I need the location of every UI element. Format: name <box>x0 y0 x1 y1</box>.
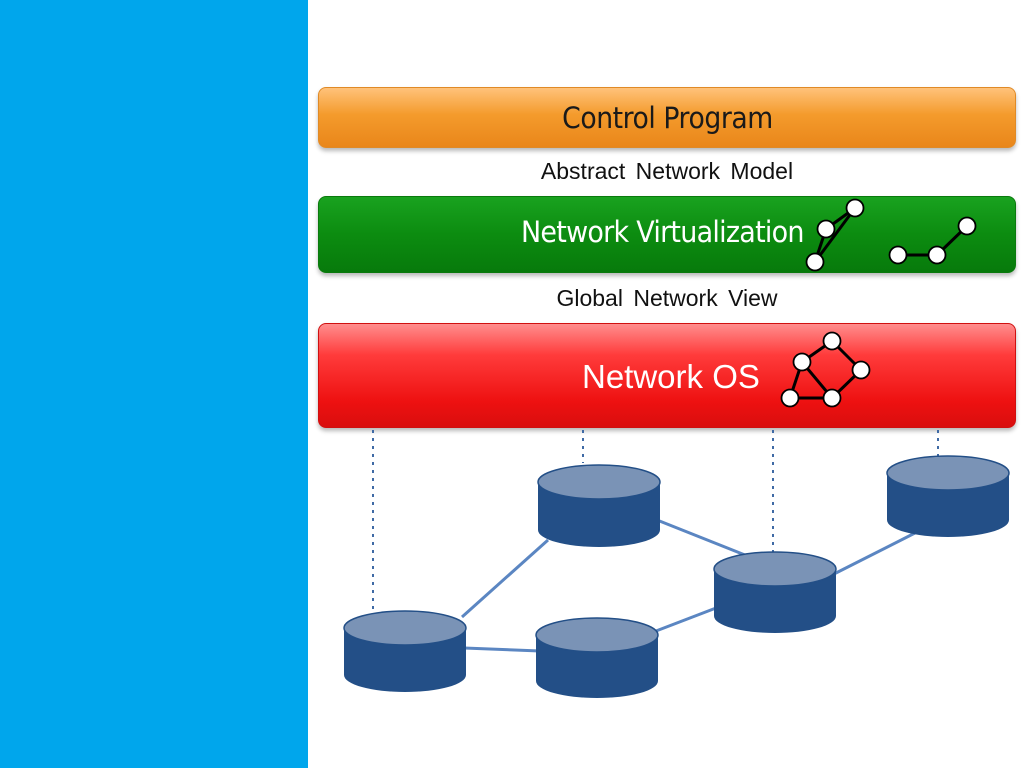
control-program-layer: Control Program <box>318 87 1016 148</box>
switch-icon <box>537 464 661 547</box>
link-line <box>460 538 550 619</box>
link-line <box>463 646 541 653</box>
control-program-label: Control Program <box>561 100 773 135</box>
graph-node <box>822 331 842 351</box>
graph-icon <box>888 216 977 265</box>
physical-links <box>460 518 916 653</box>
sidebar-bar <box>0 0 308 768</box>
link-line <box>655 606 717 633</box>
network-os-label: Network OS <box>582 358 760 395</box>
abstract-network-model-label: Abstract Network Model <box>540 158 794 184</box>
network-os-layer: Network OS <box>318 323 1016 428</box>
graph-node <box>780 388 800 408</box>
graph-node <box>792 352 812 372</box>
graph-node <box>851 360 871 380</box>
graph-node <box>845 198 865 218</box>
switch-icon <box>713 551 837 633</box>
graph-node <box>957 216 977 236</box>
graph-icon <box>805 198 865 272</box>
switch-icon <box>886 455 1010 537</box>
control-connections <box>372 430 939 610</box>
switch-icon <box>343 610 467 692</box>
graph-node <box>805 252 825 272</box>
graph-node <box>927 245 947 265</box>
link-line <box>656 518 746 557</box>
graph-node <box>816 219 836 239</box>
network-virtualization-label: Network Virtualization <box>521 215 805 249</box>
switch-icon <box>535 617 659 698</box>
graph-node <box>888 245 908 265</box>
graph-icon <box>780 331 871 408</box>
global-network-view-label: Global Network View <box>556 285 778 311</box>
graph-node <box>822 388 842 408</box>
link-line <box>831 531 916 577</box>
